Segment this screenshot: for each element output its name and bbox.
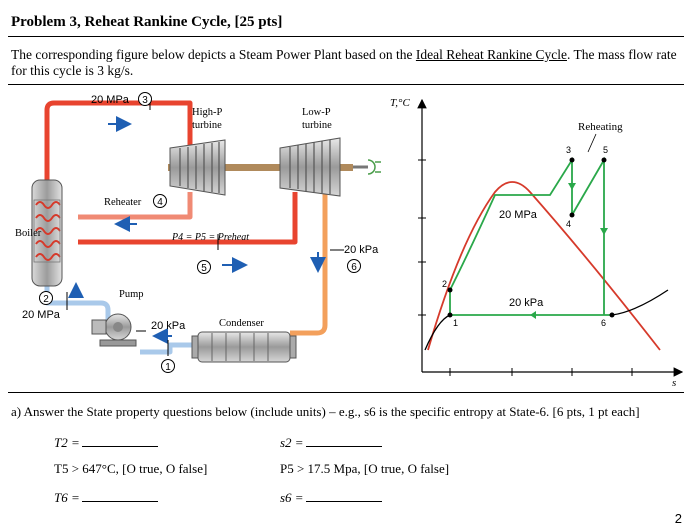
ts-x-label: s	[672, 377, 676, 389]
q-s2: s2 =	[280, 435, 382, 451]
q-t5[interactable]: T5 > 647°C, [O true, O false]	[54, 461, 208, 476]
turbine-shaft	[168, 164, 353, 171]
label-lp-line2: turbine	[302, 120, 332, 131]
pipe-5	[78, 192, 298, 245]
boiler	[31, 179, 63, 287]
ts-point-2: 2	[442, 279, 447, 289]
label-20kpa-turbine: 20 kPa	[344, 244, 379, 256]
q-s2-label: s2 =	[280, 435, 304, 450]
state-3-marker: 3	[142, 95, 148, 106]
label-hp-line1: High-P	[192, 107, 222, 118]
ts-point-3: 3	[566, 145, 571, 155]
q-p5[interactable]: P5 > 17.5 Mpa, [O true, O false]	[280, 461, 450, 476]
label-lp-line1: Low-P	[302, 107, 331, 118]
state-5-marker: 5	[201, 263, 207, 274]
steam-pipes	[44, 100, 328, 355]
q-t2-label: T2 =	[54, 435, 80, 450]
label-20mpa-top: 20 MPa	[91, 94, 130, 106]
intro-suffix: . The mass flow rate for this cycle is 3…	[11, 47, 677, 78]
state-6-marker: 6	[351, 262, 357, 273]
label-20kpa-condenser: 20 kPa	[151, 320, 186, 332]
label-boiler: Boiler	[15, 228, 42, 239]
q-t6-label: T6 =	[54, 490, 80, 505]
label-20mpa-pump: 20 MPa	[22, 309, 61, 321]
problem-title: Problem 3, Reheat Rankine Cycle, [25 pts…	[11, 14, 283, 30]
ts-y-label: T,°C	[390, 97, 410, 109]
page-number: 2	[674, 511, 682, 526]
title-rule	[8, 36, 684, 37]
condenser	[191, 331, 297, 363]
ts-diagram: T,°C s 1 2 3 4 5 6	[390, 97, 684, 389]
label-pump: Pump	[119, 289, 144, 300]
pipe-2	[44, 282, 111, 327]
pipe-1	[140, 342, 200, 355]
q-s2-blank[interactable]	[305, 436, 382, 447]
label-hp-line2: turbine	[192, 120, 222, 131]
intro-rule	[8, 84, 684, 85]
q-t2: T2 =	[54, 435, 158, 451]
flow-arrows	[68, 116, 326, 344]
q-t6: T6 =	[54, 490, 158, 506]
ts-20kpa-label: 20 kPa	[509, 297, 544, 309]
q-t6-blank[interactable]	[81, 491, 158, 502]
ts-point-4: 4	[566, 219, 571, 229]
intro-prefix: The corresponding figure below depicts a…	[11, 47, 416, 62]
ts-point-5: 5	[603, 145, 608, 155]
state-4-marker: 4	[157, 197, 163, 208]
ts-20mpa-label: 20 MPa	[499, 209, 538, 221]
figure-rule	[8, 392, 684, 393]
lp-turbine	[279, 137, 341, 197]
q-s6: s6 =	[280, 490, 382, 506]
ts-reheating-label: Reheating	[578, 121, 623, 133]
state-2-marker: 2	[43, 294, 49, 305]
saturation-dome	[427, 181, 661, 351]
problem-intro: The corresponding figure below depicts a…	[11, 47, 686, 79]
question-a: a) Answer the State property questions b…	[11, 404, 640, 419]
generator-icon	[353, 159, 381, 175]
hp-turbine	[169, 139, 226, 196]
state-1-marker: 1	[165, 362, 171, 373]
pipe-6	[290, 192, 328, 336]
q-s6-label: s6 =	[280, 490, 304, 505]
ts-point-6: 6	[601, 318, 606, 328]
label-condenser: Condenser	[219, 318, 264, 329]
intro-cycle-name: Ideal Reheat Rankine Cycle	[415, 47, 567, 62]
label-reheater: Reheater	[104, 197, 142, 208]
pump	[91, 313, 137, 347]
q-t2-blank[interactable]	[81, 436, 158, 447]
ts-point-1: 1	[453, 318, 458, 328]
label-reheat-eq: P4 = P5 = Preheat	[171, 232, 249, 243]
pipe-3	[44, 100, 193, 182]
q-s6-blank[interactable]	[305, 491, 382, 502]
